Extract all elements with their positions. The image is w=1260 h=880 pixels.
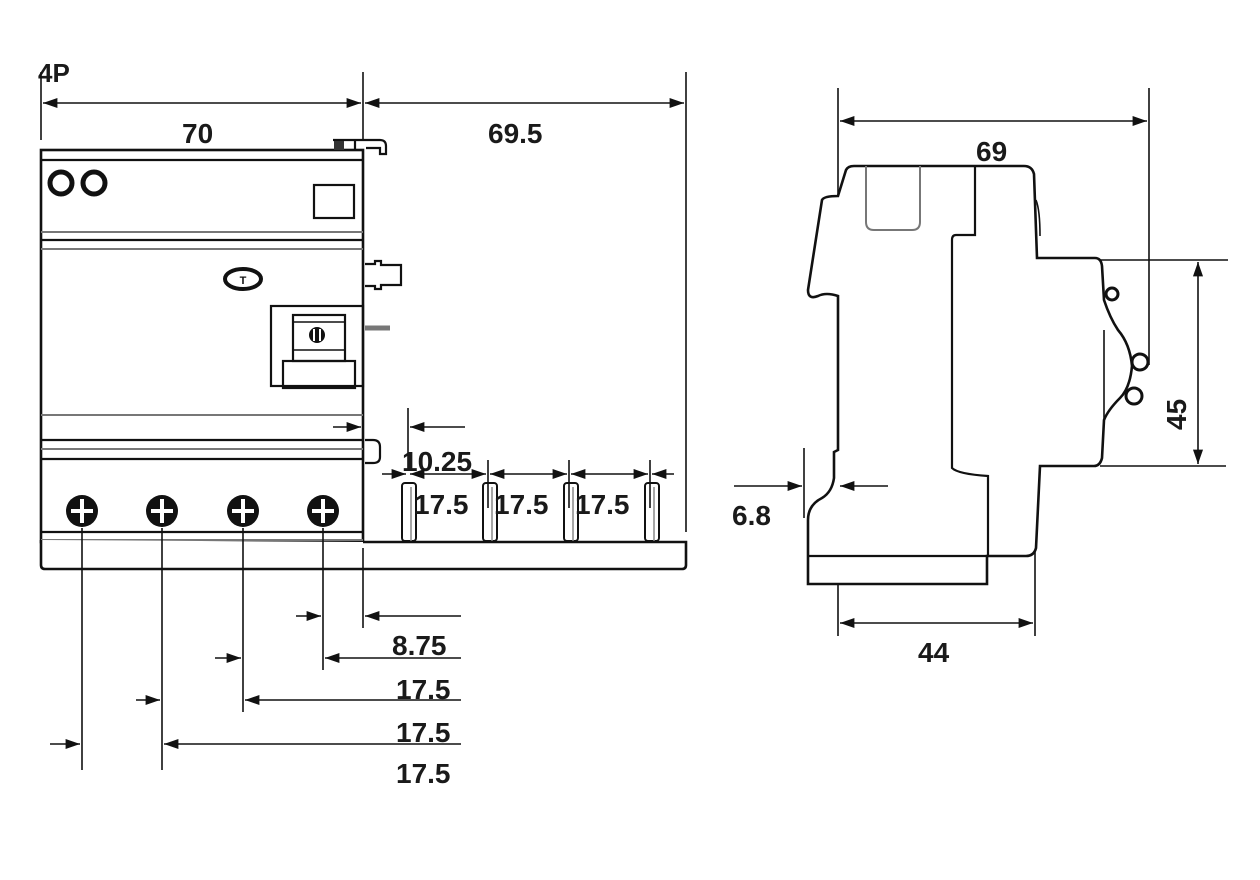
dimension-terminal-offset-label: 8.75 <box>392 630 447 661</box>
terminal-screw-slot <box>241 499 245 523</box>
pin-group <box>401 482 660 542</box>
terminal-group <box>66 495 339 527</box>
dimension-pin-pitch-label: 17.5 <box>494 489 549 520</box>
dimension-rail-label: 6.8 <box>732 500 771 531</box>
terminal-screw-slot <box>80 499 84 523</box>
dimension-terminal-pitch-label: 17.5 <box>396 717 451 748</box>
terminal-screw-slot <box>160 499 164 523</box>
dimension-width-label: 70 <box>182 118 213 149</box>
indicator-hole-icon <box>80 169 108 197</box>
toggle-pivot-icon <box>309 327 325 343</box>
busbar-pin <box>401 482 417 542</box>
dimension-height-label: 45 <box>1161 399 1192 430</box>
toggle-frame <box>269 304 365 388</box>
internal-contour <box>950 166 990 556</box>
top-slot <box>865 166 921 231</box>
front-view: 4P 70 69.5 T <box>38 58 688 789</box>
terminal-screw-icon <box>146 495 178 527</box>
dimension-depth-label: 69 <box>976 136 1007 167</box>
dimension-first-pin-label: 10.25 <box>402 446 472 477</box>
busbar-pin <box>644 482 660 542</box>
indicator-knob-icon <box>1104 286 1120 302</box>
busbar-pin <box>482 482 498 542</box>
terminal-screw-icon <box>227 495 259 527</box>
test-button-glyph: T <box>240 275 247 287</box>
toggle-knob-icon <box>1130 352 1150 372</box>
terminal-screw-icon <box>66 495 98 527</box>
status-window <box>312 183 356 220</box>
test-button-icon <box>223 267 263 291</box>
variant-label: 4P <box>38 58 70 88</box>
edge-detail <box>1035 199 1041 237</box>
terminal-screw-slot <box>321 499 325 523</box>
terminal-screw-icon <box>307 495 339 527</box>
dimension-extension-label: 69.5 <box>488 118 543 149</box>
toggle-lever <box>281 359 357 390</box>
top-clip-block <box>334 141 344 150</box>
dimension-terminal-pitch-label: 17.5 <box>396 758 451 789</box>
side-profile <box>806 164 1134 586</box>
side-connector <box>365 259 403 291</box>
side-view: 69 45 6.8 44 <box>732 88 1228 668</box>
dimension-pin-pitch-label: 17.5 <box>575 489 630 520</box>
top-clip <box>333 138 388 156</box>
device-body <box>39 148 365 544</box>
toggle-knob-icon <box>1124 386 1144 406</box>
dimension-terminal-pitch-label: 17.5 <box>396 674 451 705</box>
dimension-base-label: 44 <box>918 637 950 668</box>
dimension-pin-pitch-label: 17.5 <box>414 489 469 520</box>
side-connector-lower <box>365 438 382 465</box>
busbar-pin <box>563 482 579 542</box>
indicator-hole-icon <box>47 169 75 197</box>
